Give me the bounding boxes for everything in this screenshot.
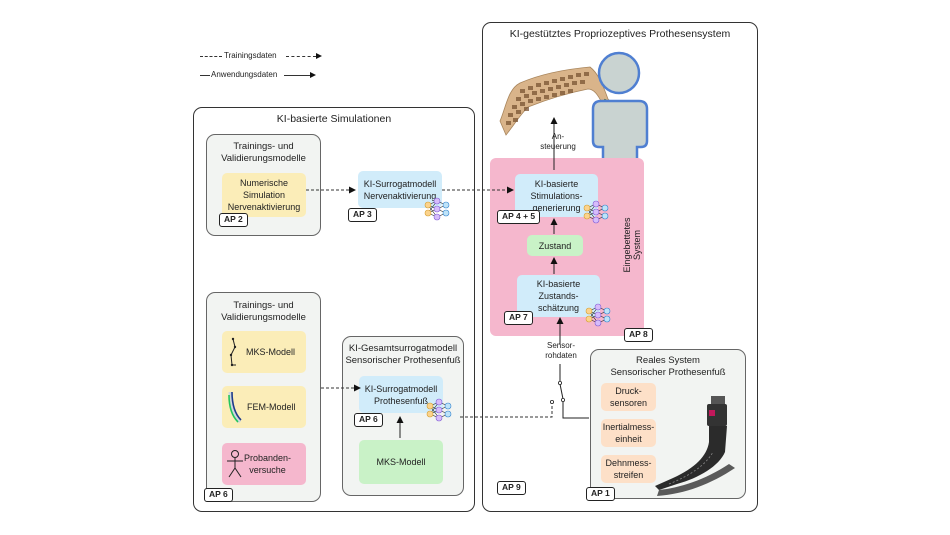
embedded-system-label-2: System	[632, 230, 642, 261]
drive-label-line-1: An-	[551, 132, 565, 141]
real-system-title-1: Reales System	[636, 355, 700, 366]
stimulation-line-1: KI-basierte	[534, 178, 579, 189]
legend-training: Trainingsdaten	[200, 50, 350, 62]
foot-surrogate-line-2: Prothesenfuß	[373, 395, 429, 406]
prosthesis-system-title: KI-gestütztes Propriozeptives Prothesens…	[509, 28, 731, 40]
proband-trials-line-2: versuche	[249, 465, 286, 475]
mks-model-green-box: MKS-Modell	[359, 440, 443, 484]
strain-gauge-line-1: Dehnmess-	[605, 458, 652, 468]
prosthetic-foot-image	[655, 396, 735, 496]
stimulation-line-2: Stimulations-	[530, 190, 583, 201]
nerve-training-title-1: Trainings- und	[233, 141, 294, 152]
ap-badge-3: AP 3	[348, 208, 377, 222]
foot-surrogate-line-1: KI-Surrogatmodell	[364, 383, 438, 394]
state-box: Zustand	[527, 235, 583, 256]
imu-line-1: Inertialmess-	[602, 422, 655, 432]
simulations-panel: KI-basierte Simulationen Trainings- und …	[193, 107, 475, 512]
mks-model-label: MKS-Modell	[246, 347, 296, 357]
sensor-data-line-1: Sensor-	[546, 341, 575, 350]
state-label: Zustand	[538, 240, 572, 251]
ap-badge-1: AP 1	[586, 487, 615, 501]
foot-surrogate-box: KI-Surrogatmodell Prothesenfuß	[359, 376, 443, 413]
nerve-surrogate-line-1: KI-Surrogatmodell	[363, 178, 437, 189]
electrode-array-icon	[499, 66, 617, 136]
pressure-sensor-box: Druck- sensoren	[601, 383, 656, 411]
numerical-simulation-line-2: Simulation	[242, 190, 286, 200]
dashed-line-icon	[286, 56, 316, 57]
pressure-sensor-line-1: Druck-	[615, 386, 642, 396]
person-stick-figure-icon	[227, 450, 243, 478]
numerical-simulation-box: Numerische Simulation Nervenaktivierung	[222, 173, 306, 217]
numerical-simulation-line-3: Nervenaktivierung	[227, 202, 301, 212]
foot-training-title-2: Validierungsmodelle	[221, 312, 306, 323]
legend: Trainingsdaten Anwendungsdaten	[200, 50, 350, 85]
embedded-system-label-1: Eingebettetes	[622, 217, 632, 273]
ap-badge-7: AP 7	[504, 311, 533, 325]
ap-badge-2: AP 2	[219, 213, 248, 227]
solid-line-icon	[284, 75, 312, 76]
sensor-data-line-2: rohdaten	[545, 351, 577, 360]
legend-application: Anwendungsdaten	[200, 69, 350, 81]
embedded-system-label: Eingebettetes System	[622, 193, 642, 293]
numerical-simulation-line-1: Numerische	[239, 178, 288, 188]
imu-box: Inertialmess- einheit	[601, 419, 656, 447]
ap-badge-6-models: AP 6	[204, 488, 233, 502]
ap-badge-8: AP 8	[624, 328, 653, 342]
drive-label: An- steuerung	[538, 132, 578, 152]
total-surrogate-title-2: Sensorischer Prothesenfuß	[345, 355, 461, 366]
sensor-data-label: Sensor- rohdaten	[541, 341, 581, 361]
strain-gauge-box: Dehnmess- streifen	[601, 455, 656, 483]
fem-model-box: FEM-Modell	[222, 386, 306, 428]
fem-model-label: FEM-Modell	[247, 402, 296, 412]
mks-model-box: MKS-Modell	[222, 331, 306, 373]
solid-line-icon	[200, 75, 210, 76]
stimulation-line-3: generierung	[532, 202, 581, 213]
arrow-head-icon	[316, 53, 322, 59]
estimation-line-1: KI-basierte	[536, 279, 581, 289]
prosthesis-system-panel: KI-gestütztes Propriozeptives Prothesens…	[482, 22, 758, 512]
fem-beam-icon	[228, 391, 242, 423]
ap-badge-6-surrogate: AP 6	[354, 413, 383, 427]
ap-badge-9: AP 9	[497, 481, 526, 495]
real-system-title-2: Sensorischer Prothesenfuß	[610, 367, 726, 378]
nerve-surrogate-box: KI-Surrogatmodell Nervenaktivierung	[358, 171, 442, 208]
real-system-panel: Reales System Sensorischer Prothesenfuß …	[586, 349, 746, 501]
mks-skeleton-icon	[229, 337, 237, 367]
nerve-training-title-2: Validierungsmodelle	[221, 153, 306, 164]
estimation-line-3: schätzung	[537, 303, 580, 313]
ap-badge-4-5: AP 4 + 5	[497, 210, 541, 224]
pressure-sensor-line-2: sensoren	[609, 398, 648, 408]
foot-training-models: Trainings- und Validierungsmodelle MKS-M…	[204, 292, 321, 502]
estimation-line-2: Zustands-	[538, 291, 579, 301]
mks-model-green-label: MKS-Modell	[376, 457, 426, 467]
legend-application-label: Anwendungsdaten	[211, 70, 278, 79]
strain-gauge-line-2: streifen	[613, 470, 644, 480]
foot-training-title-1: Trainings- und	[233, 300, 294, 311]
arrow-head-icon	[310, 72, 316, 78]
proband-trials-line-1: Probanden-	[244, 453, 292, 463]
simulations-panel-title: KI-basierte Simulationen	[276, 113, 392, 125]
dashed-line-icon	[200, 56, 222, 57]
nerve-training-models: Trainings- und Validierungsmodelle Numer…	[206, 134, 321, 236]
imu-line-2: einheit	[615, 434, 642, 444]
drive-label-line-2: steuerung	[540, 142, 576, 151]
total-surrogate-panel: KI-Gesamtsurrogatmodell Sensorischer Pro…	[342, 336, 464, 496]
embedded-system-panel: Eingebettetes System KI-basierte Stimula…	[490, 158, 644, 336]
nerve-surrogate-line-2: Nervenaktivierung	[363, 190, 437, 201]
total-surrogate-title-1: KI-Gesamtsurrogatmodell	[348, 343, 458, 354]
proband-trials-box: Probanden- versuche	[222, 443, 306, 485]
legend-training-label: Trainingsdaten	[224, 51, 277, 60]
